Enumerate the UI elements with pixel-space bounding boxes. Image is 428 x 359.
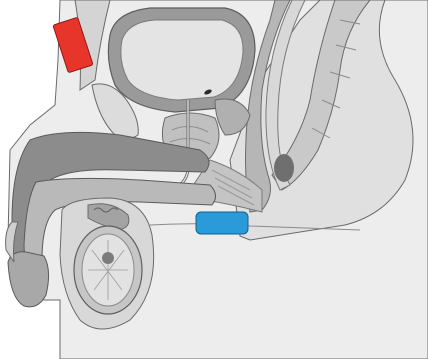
rectum-content (274, 154, 294, 182)
rete-testis (102, 252, 114, 264)
blue-marker (196, 212, 248, 234)
bladder-inner (121, 20, 243, 100)
